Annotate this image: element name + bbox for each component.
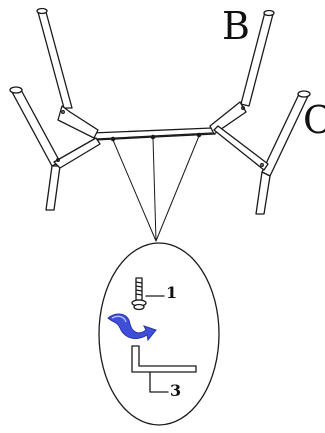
right-front-leg: [213, 90, 311, 215]
part-number-hex-key: 3: [170, 381, 182, 400]
callout-lines: [112, 135, 200, 242]
frame-label-b: B: [222, 4, 250, 48]
detail-callout-ellipse: [98, 242, 220, 426]
bolt-with-washer-icon: [131, 277, 165, 311]
curved-arrow-icon: [107, 313, 157, 342]
left-rear-leg: [36, 7, 99, 139]
part-number-bolt: 1: [166, 283, 178, 302]
allen-key-icon: [131, 345, 197, 393]
left-front-leg: [9, 86, 101, 211]
frame-label-c: C: [303, 98, 325, 142]
